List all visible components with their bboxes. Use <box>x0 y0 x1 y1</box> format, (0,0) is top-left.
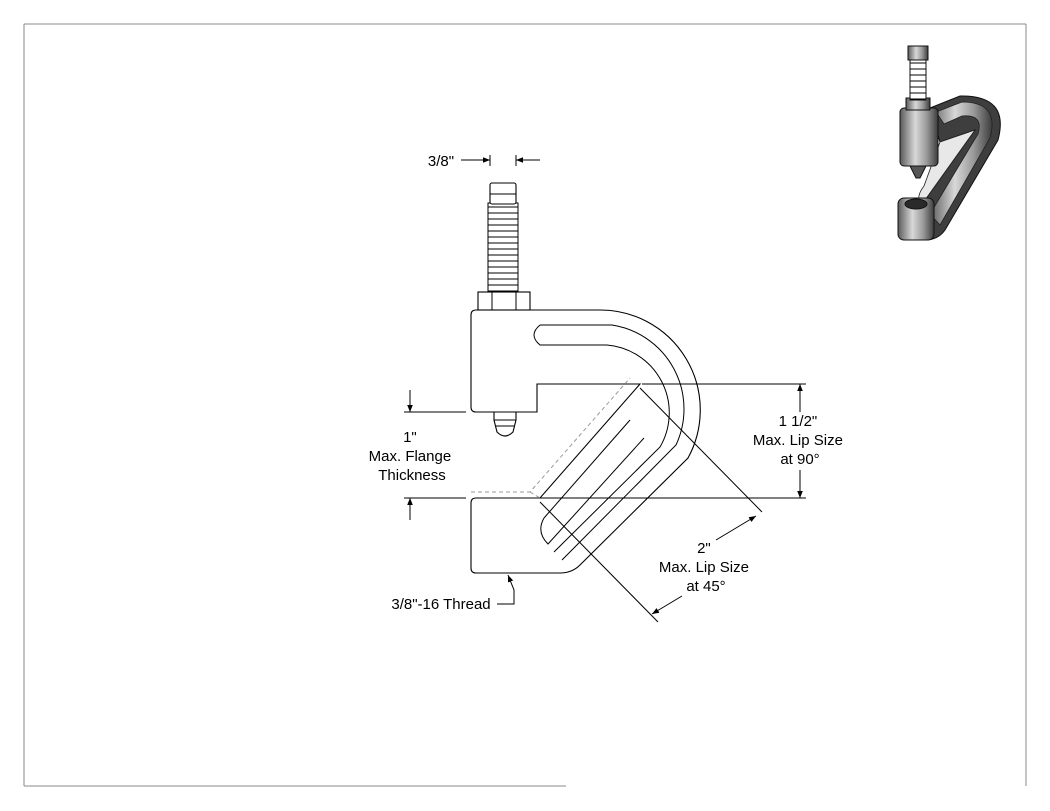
beam-clamp-drawing <box>470 182 701 574</box>
clamp-body <box>470 309 701 574</box>
lip-90-label: 1 1/2" Max. Lip Size at 90° <box>753 413 847 468</box>
dim-rod-diameter: 3/8" <box>428 153 540 170</box>
flange-label: 1" Max. Flange Thickness <box>369 429 456 484</box>
thread-label: 3/8"-16 Thread <box>391 596 490 613</box>
sheet-border <box>23 23 1027 787</box>
thread-callout: 3/8"-16 Thread <box>391 574 515 613</box>
dim-flange-thickness: 1" Max. Flange Thickness <box>369 390 466 520</box>
lip-45-label: 2" Max. Lip Size at 45° <box>659 540 753 595</box>
isometric-thumbnail <box>897 45 1001 241</box>
dim-lip-90: 1 1/2" Max. Lip Size at 90° <box>540 383 847 499</box>
hex-nut <box>477 291 531 311</box>
cup-point <box>493 411 517 437</box>
threaded-rod <box>487 202 519 293</box>
dim-lip-45: 2" Max. Lip Size at 45° <box>539 387 763 623</box>
rod-diameter-label: 3/8" <box>428 153 454 170</box>
